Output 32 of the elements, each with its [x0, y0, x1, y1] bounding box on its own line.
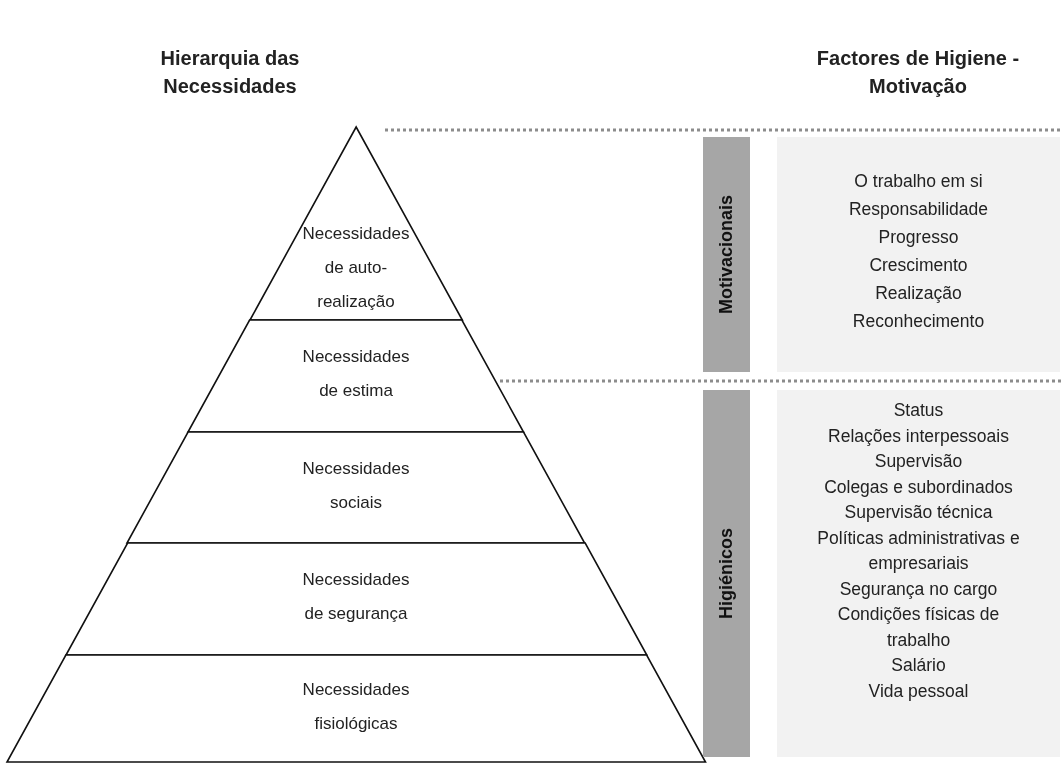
factor-item: Supervisão [873, 450, 964, 473]
level-label: Necessidades fisiológicas [301, 679, 411, 735]
level-label: Necessidades de segurança [301, 569, 411, 625]
category-bar [703, 137, 750, 372]
factor-item: Reconhecimento [851, 310, 986, 333]
factor-item: Supervisão técnica [843, 501, 994, 524]
factor-item: Realização [874, 282, 963, 305]
factor-item: Condições físicas de trabalho [836, 603, 1001, 652]
column-heading: Factores de Higiene - Motivação [815, 46, 1021, 99]
pyramid-level [127, 432, 585, 543]
factor-item: Responsabilidade [847, 198, 990, 221]
factor-item: Crescimento [868, 254, 969, 277]
level-label: Necessidades de auto-realização [301, 223, 411, 313]
factor-item: Status [892, 399, 945, 422]
factor-item: Progresso [877, 226, 960, 249]
factor-item: Vida pessoal [867, 679, 970, 703]
category-bar [703, 390, 750, 757]
column-heading: Hierarquia das Necessidades [159, 46, 301, 99]
pyramid-level [249, 127, 463, 320]
factor-item: Salário [890, 654, 947, 677]
factor-item: Políticas administrativas e empresariais [816, 526, 1021, 575]
factor-item: Segurança no cargo [838, 577, 999, 601]
pyramid-level [65, 543, 647, 655]
category-label: Motivacionais [716, 195, 737, 314]
category-label: Higiénicos [716, 528, 737, 619]
pyramid-level [6, 655, 706, 762]
level-label: Necessidades sociais [301, 458, 411, 514]
factor-item: O trabalho em si [853, 170, 984, 193]
factor-item: Relações interpessoais [827, 424, 1010, 448]
level-label: Necessidades de estima [301, 346, 411, 402]
factor-item: Colegas e subordinados [823, 475, 1014, 499]
pyramid-level [188, 320, 524, 432]
